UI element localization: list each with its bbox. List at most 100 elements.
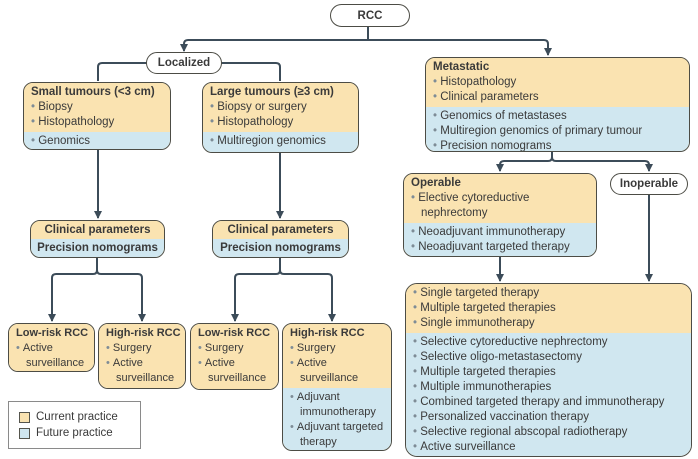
bullet-item: Biopsy	[31, 100, 165, 115]
options-future-list: Selective cytoreductive nephrectomySelec…	[413, 335, 686, 455]
bullet-item: Clinical parameters	[433, 90, 684, 105]
large-tumours-current-section: Large tumours (≥3 cm) Biopsy or surgeryH…	[203, 83, 358, 132]
precision-nomograms-row: Precision nomograms	[213, 239, 348, 257]
large-tumours-future-list: Multiregion genomics	[210, 134, 353, 149]
bullet-item: Combined targeted therapy and immunother…	[413, 395, 686, 410]
metastatic-future-section: Genomics of metastasesMultiregion genomi…	[426, 107, 689, 151]
arrow-rcc-to-metastatic	[368, 39, 552, 56]
large-tumours-current-list: Biopsy or surgeryHistopathology	[210, 100, 353, 130]
bullet-item: Histopathology	[210, 115, 353, 130]
precision-nomograms-row: Precision nomograms	[31, 239, 164, 257]
arrow-clinical2-to-lowrisk2	[231, 258, 281, 322]
bullet-item: Single targeted therapy	[413, 286, 686, 301]
high-risk-small-title: High-risk RCC	[106, 327, 181, 339]
bullet-item: Multiregion genomics	[210, 134, 353, 149]
bullet-item: Surgery	[106, 341, 180, 356]
legend-item-future: Future practice	[19, 427, 140, 439]
clinical-parameters-box-small: Clinical parameters Precision nomograms	[30, 220, 165, 258]
bullet-item: Surgery	[290, 341, 386, 356]
bullet-item: Neoadjuvant immunotherapy	[411, 225, 591, 240]
operable-future-section: Neoadjuvant immunotherapyNeoadjuvant tar…	[404, 223, 596, 256]
bullet-item: Histopathology	[31, 115, 165, 130]
arrow-rcc-to-localized	[180, 39, 368, 52]
small-tumours-box: Small tumours (<3 cm) BiopsyHistopatholo…	[23, 82, 171, 150]
bullet-item: Multiple targeted therapies	[413, 301, 686, 316]
small-tumours-current-list: BiopsyHistopathology	[31, 100, 165, 130]
bullet-item: Active surveillance	[16, 341, 89, 371]
localized-label: Localized	[157, 57, 211, 69]
high-risk-large-title: High-risk RCC	[290, 327, 365, 339]
bullet-item: Active surveillance	[413, 440, 686, 455]
bullet-item: Active surveillance	[290, 356, 386, 386]
bullet-item: Multiple immunotherapies	[413, 380, 686, 395]
inoperable-label: Inoperable	[619, 178, 679, 190]
metastatic-future-list: Genomics of metastasesMultiregion genomi…	[433, 109, 684, 151]
metastatic-current-list: HistopathologyClinical parameters	[433, 75, 684, 105]
line-localized-to-small	[97, 62, 147, 81]
line-localized-to-large	[221, 62, 281, 81]
arrow-clinical2-to-highrisk2	[279, 258, 336, 322]
large-tumours-future-section: Multiregion genomics	[203, 132, 358, 152]
bullet-item: Personalized vaccination therapy	[413, 410, 686, 425]
bullet-item: Biopsy or surgery	[210, 100, 353, 115]
legend-label-current: Current practice	[36, 411, 118, 423]
low-risk-small-list: Active surveillance	[16, 341, 89, 371]
low-risk-large-title: Low-risk RCC	[198, 327, 271, 339]
bullet-item: Single immunotherapy	[413, 316, 686, 331]
high-risk-small-section: High-risk RCC SurgeryActive surveillance	[99, 324, 185, 388]
bullet-item: Elective cytoreductive nephrectomy	[411, 191, 591, 221]
operable-box: Operable Elective cytoreductive nephrect…	[403, 173, 597, 257]
bullet-item: Multiple targeted therapies	[413, 365, 686, 380]
small-tumours-title: Small tumours (<3 cm)	[31, 86, 155, 98]
high-risk-rcc-box-small: High-risk RCC SurgeryActive surveillance	[98, 323, 186, 389]
rcc-root-node: RCC	[330, 4, 410, 27]
bullet-item: Genomics of metastases	[433, 109, 684, 124]
bullet-item: Active surveillance	[106, 356, 180, 386]
clinical-parameters-row: Clinical parameters	[31, 221, 164, 239]
legend: Current practice Future practice	[8, 401, 141, 449]
large-tumours-box: Large tumours (≥3 cm) Biopsy or surgeryH…	[202, 82, 359, 153]
metastatic-title: Metastatic	[433, 61, 490, 73]
options-future-section: Selective cytoreductive nephrectomySelec…	[406, 333, 691, 456]
options-current-section: Single targeted therapyMultiple targeted…	[406, 284, 691, 333]
arrow-metastatic-to-operable	[496, 152, 553, 172]
clinical-parameters-box-large: Clinical parameters Precision nomograms	[212, 220, 349, 258]
localized-node: Localized	[146, 52, 222, 74]
legend-label-future: Future practice	[36, 427, 113, 439]
metastatic-treatment-options-box: Single targeted therapyMultiple targeted…	[405, 283, 692, 457]
metastatic-box: Metastatic HistopathologyClinical parame…	[425, 57, 690, 152]
high-risk-large-current-list: SurgeryActive surveillance	[290, 341, 386, 386]
arrow-clinical1-to-highrisk1	[96, 258, 146, 322]
small-tumours-current-section: Small tumours (<3 cm) BiopsyHistopatholo…	[24, 83, 170, 132]
operable-future-list: Neoadjuvant immunotherapyNeoadjuvant tar…	[411, 225, 591, 255]
low-risk-rcc-box-large: Low-risk RCC SurgeryActive surveillance	[190, 323, 279, 390]
bullet-item: Adjuvant targeted therapy	[290, 420, 386, 450]
bullet-item: Active surveillance	[198, 356, 273, 386]
low-risk-large-list: SurgeryActive surveillance	[198, 341, 273, 386]
current-practice-swatch	[19, 411, 30, 423]
high-risk-small-list: SurgeryActive surveillance	[106, 341, 180, 386]
inoperable-node: Inoperable	[610, 173, 688, 195]
bullet-item: Selective regional abscopal radiotherapy	[413, 425, 686, 440]
metastatic-current-section: Metastatic HistopathologyClinical parame…	[426, 58, 689, 107]
arrow-clinical1-to-lowrisk1	[48, 258, 98, 322]
rcc-label: RCC	[357, 9, 383, 22]
options-current-list: Single targeted therapyMultiple targeted…	[413, 286, 686, 331]
small-tumours-future-list: Genomics	[31, 134, 165, 149]
high-risk-large-future-list: Adjuvant immunotherapyAdjuvant targeted …	[290, 390, 386, 450]
large-tumours-title: Large tumours (≥3 cm)	[210, 86, 334, 98]
arrow-metastatic-to-inoperable	[551, 152, 653, 172]
high-risk-rcc-box-large: High-risk RCC SurgeryActive surveillance…	[282, 323, 392, 451]
operable-title: Operable	[411, 177, 461, 189]
clinical-parameters-row: Clinical parameters	[213, 221, 348, 239]
bullet-item: Neoadjuvant targeted therapy	[411, 240, 591, 255]
low-risk-rcc-box-small: Low-risk RCC Active surveillance	[8, 323, 95, 372]
operable-current-list: Elective cytoreductive nephrectomy	[411, 191, 591, 221]
bullet-item: Selective oligo-metastasectomy	[413, 350, 686, 365]
high-risk-large-current-section: High-risk RCC SurgeryActive surveillance	[283, 324, 391, 388]
bullet-item: Histopathology	[433, 75, 684, 90]
bullet-item: Precision nomograms	[433, 139, 684, 151]
legend-item-current: Current practice	[19, 411, 140, 423]
